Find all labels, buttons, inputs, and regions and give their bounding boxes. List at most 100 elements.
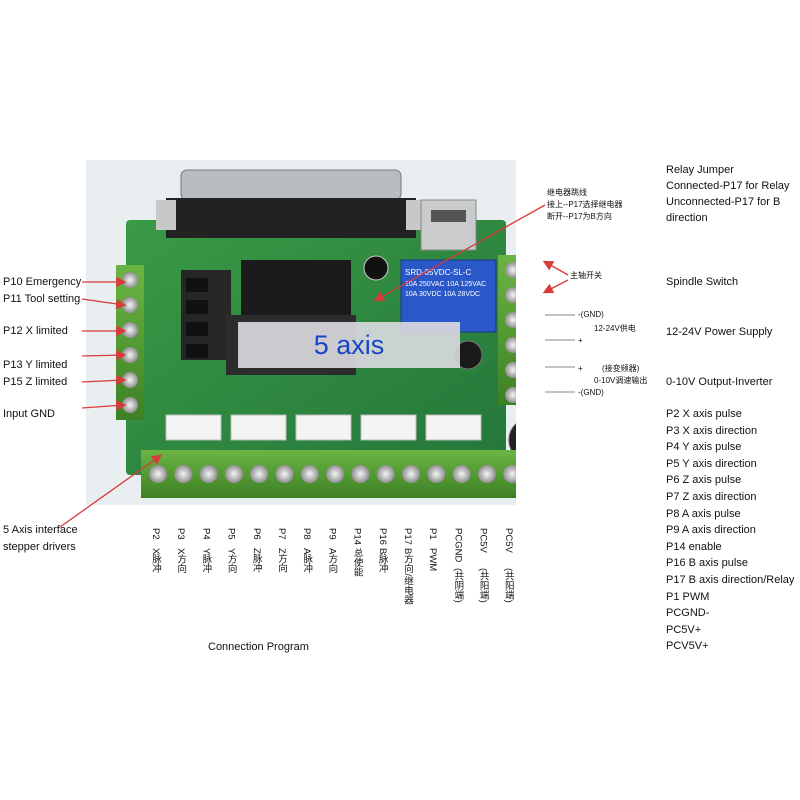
pin-description: P16 B axis pulse <box>666 557 748 570</box>
terminal-screw <box>250 465 269 483</box>
label-p12: P12 X limited <box>3 325 68 337</box>
bottom-pin-number: P7 <box>276 528 287 540</box>
bottom-pin-number: P16 <box>376 528 388 545</box>
bottom-pin-description: B方向/继电器 <box>402 548 413 605</box>
bottom-pin-number: P4 <box>200 528 212 540</box>
label-power: 12-24V Power Supply <box>666 326 773 338</box>
relay-marking-3: 10A 30VDC 10A 28VDC <box>405 291 481 298</box>
label-spindle: Spindle Switch <box>666 276 739 288</box>
cn-gnd-1: -(GND) <box>578 310 604 319</box>
bottom-pin-number: P8 <box>301 528 313 540</box>
bottom-pin-description: Z脉冲 <box>250 548 262 573</box>
pin-description: P9 A axis direction <box>666 524 756 537</box>
bottom-pin-description: (共阴端) <box>452 568 464 603</box>
label-p15: P15 Z limited <box>3 376 68 388</box>
cn-inverter-2: 0-10V调速输出 <box>594 376 648 385</box>
ic-chip <box>241 260 296 315</box>
pin-description: P1 PWM <box>666 590 710 603</box>
bottom-pin-number: PCGND <box>452 528 464 563</box>
pin-description: PCV5V+ <box>666 640 709 653</box>
cn-gnd-2: -(GND) <box>578 388 604 397</box>
bottom-pin-number: P6 <box>250 528 262 540</box>
label-p11: P11 Tool setting <box>3 293 81 305</box>
terminal-screw <box>477 465 496 483</box>
pin-description: P14 enable <box>666 540 722 553</box>
bottom-pin-number: P9 <box>326 528 338 540</box>
bottom-pin-number: P1 <box>427 528 439 540</box>
terminal-screw <box>402 465 420 483</box>
bottom-pin-description: PWM <box>427 548 439 572</box>
label-relay-3: Unconnected-P17 for B <box>666 196 781 208</box>
cn-plus-2: + <box>578 364 583 373</box>
pin-description: P2 X axis pulse <box>666 408 742 420</box>
arrow-interface <box>59 454 163 528</box>
pin-description: P3 X axis direction <box>666 424 758 437</box>
label-relay-2: Connected-P17 for Relay <box>666 180 790 192</box>
bottom-pin-number: P3 <box>175 528 187 540</box>
relay <box>400 259 497 333</box>
bottom-pin-description: (共阳端) <box>477 568 489 603</box>
board-title: 5 axis <box>313 329 385 360</box>
terminal-screw <box>427 465 446 483</box>
label-p10: P10 Emergency <box>3 276 82 288</box>
terminal-screw <box>351 465 370 483</box>
terminal-screw <box>149 465 167 483</box>
pin-description: P17 B axis direction/Relay <box>666 574 795 586</box>
terminal-screw <box>224 465 243 483</box>
pin-description: P7 Z axis direction <box>666 491 757 503</box>
arrow-p15 <box>81 375 127 386</box>
cn-spindle: 主轴开关 <box>570 271 602 280</box>
pin-description: P8 A axis pulse <box>666 507 741 520</box>
caption: Connection Program <box>208 641 309 653</box>
label-interface-2: stepper drivers <box>3 541 76 553</box>
arrow-spindle-1 <box>542 260 569 276</box>
bottom-pin-number: P5 <box>225 528 237 540</box>
arrow-relay-jumper <box>373 204 546 302</box>
bottom-pin-number: P17 <box>402 528 413 545</box>
bottom-pin-description: Z方向 <box>276 548 287 573</box>
arrow-gnd <box>81 400 127 411</box>
cn-power: 12-24V供电 <box>594 324 636 333</box>
cn-relay-note-3: 断开--P17为B方向 <box>547 212 612 221</box>
arrow-spindle-2 <box>542 279 569 294</box>
cn-plus-1: + <box>578 336 583 345</box>
label-input-gnd: Input GND <box>3 408 55 420</box>
relay-marking-1: SRD-05VDC-SL-C <box>405 268 472 277</box>
pin-description: P4 Y axis pulse <box>666 441 742 454</box>
bottom-screws <box>149 465 522 483</box>
bottom-pin-description: A方向 <box>326 548 338 574</box>
bottom-pin-number: P14 <box>351 528 363 545</box>
arrow-p13 <box>81 349 127 361</box>
bottom-pin-description: 总使能 <box>351 548 363 577</box>
cn-inverter-1: (接变频器) <box>602 364 640 373</box>
bottom-pin-number: PC5V <box>477 528 489 553</box>
label-relay-1: Relay Jumper <box>666 164 734 176</box>
usb-connector <box>420 199 477 251</box>
title-overlay: 5 axis <box>238 322 460 368</box>
cn-relay-note-1: 继电器跳线 <box>547 188 587 197</box>
cn-relay-note-2: 接上--P17选择继电器 <box>547 200 623 209</box>
terminal-screw <box>376 465 395 483</box>
label-inverter: 0-10V Output-Inverter <box>666 376 773 388</box>
label-interface-1: 5 Axis interface <box>3 524 78 536</box>
terminal-screw <box>452 465 471 483</box>
bottom-pin-number: PC5V <box>502 528 514 553</box>
bottom-pin-description: (共阳端) <box>502 568 514 603</box>
bottom-pin-description: B脉冲 <box>376 548 388 574</box>
terminal-screw <box>326 465 345 483</box>
bottom-pin-description: X方向 <box>175 548 187 574</box>
left-terminal-block <box>116 265 144 420</box>
pin-description: P5 Y axis direction <box>666 457 757 470</box>
bottom-pin-description: Y方向 <box>225 548 237 574</box>
pin-description: PC5V+ <box>666 623 702 636</box>
ic-chip <box>296 260 351 315</box>
label-p13: P13 Y limited <box>3 359 68 371</box>
pin-description: P6 Z axis pulse <box>666 474 742 487</box>
bottom-pin-description: A脉冲 <box>301 548 313 574</box>
arrow-p11 <box>81 298 127 310</box>
terminal-screw <box>300 465 319 483</box>
terminal-screw <box>275 465 294 483</box>
relay-marking-2: 10A 250VAC 10A 125VAC <box>405 281 487 288</box>
bottom-pin-description: Y脉冲 <box>200 548 212 574</box>
